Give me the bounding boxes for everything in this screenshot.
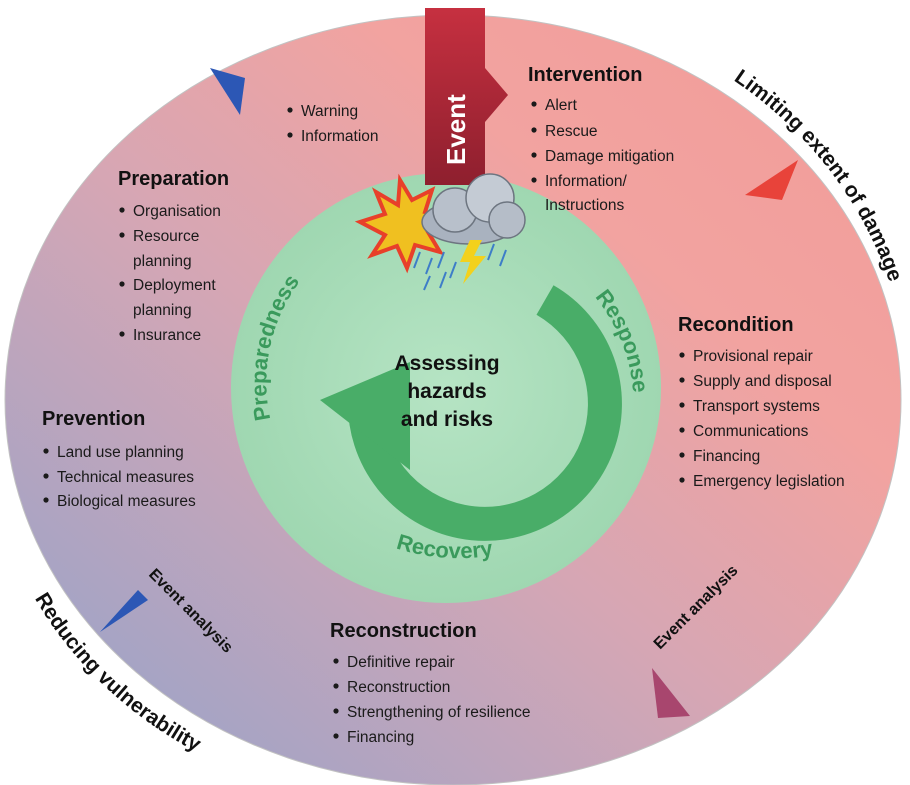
prevention-item: Technical measures — [57, 469, 194, 486]
cycle-arrow-body — [347, 285, 622, 541]
recondition-block: Recondition Provisional repair Supply an… — [678, 314, 845, 490]
event-label: Event — [441, 94, 471, 165]
preparation-title: Preparation — [118, 168, 229, 190]
center-line-3: and risks — [401, 408, 493, 431]
center-line-1: Assessing — [394, 352, 499, 375]
prevention-title: Prevention — [42, 408, 145, 430]
intervention-block: Intervention Alert Rescue Damage mitigat… — [528, 64, 674, 214]
cycle-arrow-head — [320, 362, 410, 470]
event-arrow — [425, 8, 508, 185]
preparation-item-continued: planning — [133, 253, 192, 270]
recondition-item: Provisional repair — [693, 348, 813, 365]
explosion-icon — [354, 173, 456, 274]
preparation-item-continued: planning — [133, 302, 192, 319]
recondition-title: Recondition — [678, 314, 794, 336]
warning-item: Warning — [301, 103, 358, 120]
direction-marker-bottom-left — [100, 590, 148, 632]
lightning-icon — [460, 240, 486, 284]
intervention-item: Alert — [545, 97, 578, 114]
prevention-block: Prevention Land use planning Technical m… — [42, 408, 196, 510]
intervention-title: Intervention — [528, 64, 642, 86]
reconstruction-block: Reconstruction Definitive repair Reconst… — [330, 620, 531, 746]
reconstruction-title: Reconstruction — [330, 620, 477, 642]
direction-marker-top-left — [210, 68, 245, 115]
direction-marker-bottom-right — [652, 668, 690, 718]
preparation-item: Resource — [133, 228, 199, 245]
warning-block: Warning Information — [287, 103, 379, 145]
intervention-item: Rescue — [545, 123, 598, 140]
warning-item: Information — [301, 128, 379, 145]
recondition-item: Communications — [693, 423, 809, 440]
intervention-item: Information/ — [545, 173, 628, 190]
direction-marker-right — [745, 160, 798, 200]
intervention-item: Damage mitigation — [545, 148, 674, 165]
recondition-item: Financing — [693, 448, 760, 465]
prevention-item: Land use planning — [57, 444, 184, 461]
reconstruction-item: Financing — [347, 729, 414, 746]
reconstruction-item: Strengthening of resilience — [347, 704, 531, 721]
intervention-item-continued: Instructions — [545, 197, 625, 214]
preparation-item: Deployment — [133, 277, 216, 294]
rain-icon — [413, 243, 507, 291]
reconstruction-item: Reconstruction — [347, 679, 450, 696]
preparation-item: Organisation — [133, 203, 221, 220]
storm-cloud-icon — [421, 173, 526, 245]
center-line-2: hazards — [407, 380, 486, 403]
prevention-item: Biological measures — [57, 493, 196, 510]
preparation-item: Insurance — [133, 327, 201, 344]
preparation-block: Preparation Organisation Resource planni… — [118, 168, 229, 344]
reconstruction-item: Definitive repair — [347, 654, 455, 671]
recondition-item: Transport systems — [693, 398, 820, 415]
center-label: Assessing hazards and risks — [394, 352, 499, 431]
recondition-item: Supply and disposal — [693, 373, 832, 390]
recondition-item: Emergency legislation — [693, 473, 845, 490]
